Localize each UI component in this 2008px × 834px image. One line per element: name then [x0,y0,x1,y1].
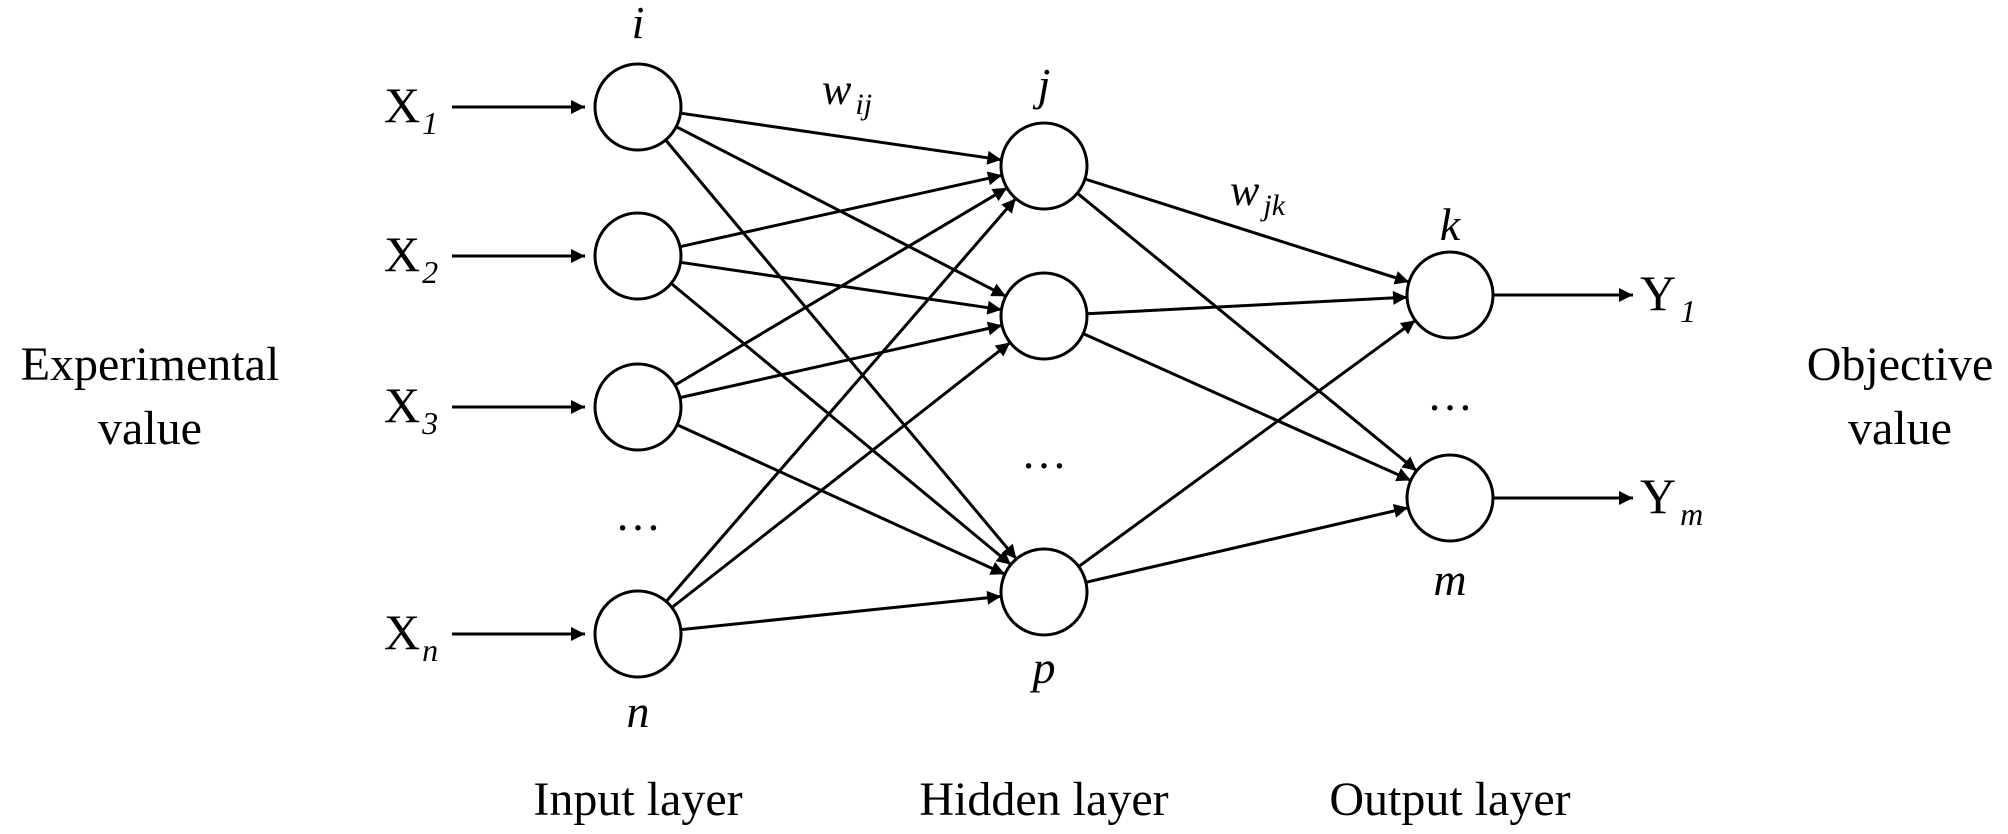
input-label-x3-sub: 3 [421,405,438,441]
hidden-node-2 [999,271,1089,361]
output-ellipsis: … [1427,369,1473,420]
input-label-xn: Xn [384,604,438,668]
output-label-y1-sub: 1 [1680,293,1696,329]
input-label-xn-base: X [384,604,420,660]
connections [664,111,1418,632]
input-hidden-edge-1-3 [664,139,1018,560]
hidden-output-edge-1-2 [1076,192,1418,472]
index-n: n [627,686,650,737]
input-hidden-edge-1-1 [680,111,1002,165]
hidden-output-edge-2-1 [1086,290,1408,316]
input-node-3 [593,362,683,452]
input-label-x1: X1 [384,77,438,141]
input-hidden-edge-3-2 [679,321,1003,400]
input-node-n [593,589,683,679]
index-j: j [1033,59,1051,110]
index-i: i [632,0,645,48]
weight-label-wij-sub: ij [855,88,872,121]
hidden-node-p [999,547,1089,637]
input-label-x1-base: X [384,77,420,133]
hidden-node-1 [999,121,1089,211]
input-hidden-edge-2-3 [670,282,1012,566]
input-hidden-edge-4-2 [670,341,1012,609]
output-label-ym-sub: m [1680,496,1703,532]
input-label-x2-sub: 2 [422,254,438,290]
input-label-xn-sub: n [422,632,438,668]
hidden-output-edge-1-1 [1084,177,1410,285]
input-label-x2: X2 [384,226,438,290]
input-label-x2-base: X [384,226,420,282]
hidden-output-edge-3-2 [1085,504,1409,584]
output-node-1 [1405,250,1495,340]
input-node-2 [593,211,683,301]
input-hidden-edge-4-1 [665,197,1017,603]
output-layer [1405,250,1495,543]
input-hidden-edge-4-3 [680,590,1002,632]
input-ellipsis: … [615,489,661,540]
input-hidden-edge-3-1 [674,186,1008,387]
output-arrows [1494,288,1633,505]
objective-value-label-line1: Objective [1807,338,1994,391]
output-label-y1-base: Y [1640,265,1676,321]
input-arrows [452,100,585,641]
hidden-ellipsis: … [1021,427,1067,478]
index-k: k [1440,199,1462,250]
input-label-x3: X3 [384,377,438,441]
input-layer-label: Input layer [533,773,742,826]
input-layer [593,62,683,679]
input-label-x3-base: X [384,377,420,433]
index-p: p [1030,642,1056,693]
output-label-ym-base: Y [1640,468,1676,524]
hidden-output-edge-3-1 [1077,319,1417,568]
experimental-value-label-line1: Experimental [21,338,280,391]
weight-label-wij-base: w [822,65,852,114]
hidden-output-edge-2-2 [1082,332,1412,482]
hidden-layer [999,121,1089,637]
input-hidden-edge-3-3 [676,423,1006,576]
output-node-m [1405,453,1495,543]
weight-label-wjk-base: w [1230,166,1260,215]
hidden-layer-label: Hidden layer [919,773,1168,826]
input-node-1 [593,62,683,152]
objective-value-label-line2: value [1848,402,1952,455]
weight-label-wjk-sub: jk [1259,189,1285,222]
experimental-value-label-line2: value [98,402,202,455]
input-hidden-edge-2-1 [679,171,1003,249]
index-m: m [1433,554,1466,605]
output-layer-label: Output layer [1329,773,1570,826]
input-label-x1-sub: 1 [422,105,438,141]
